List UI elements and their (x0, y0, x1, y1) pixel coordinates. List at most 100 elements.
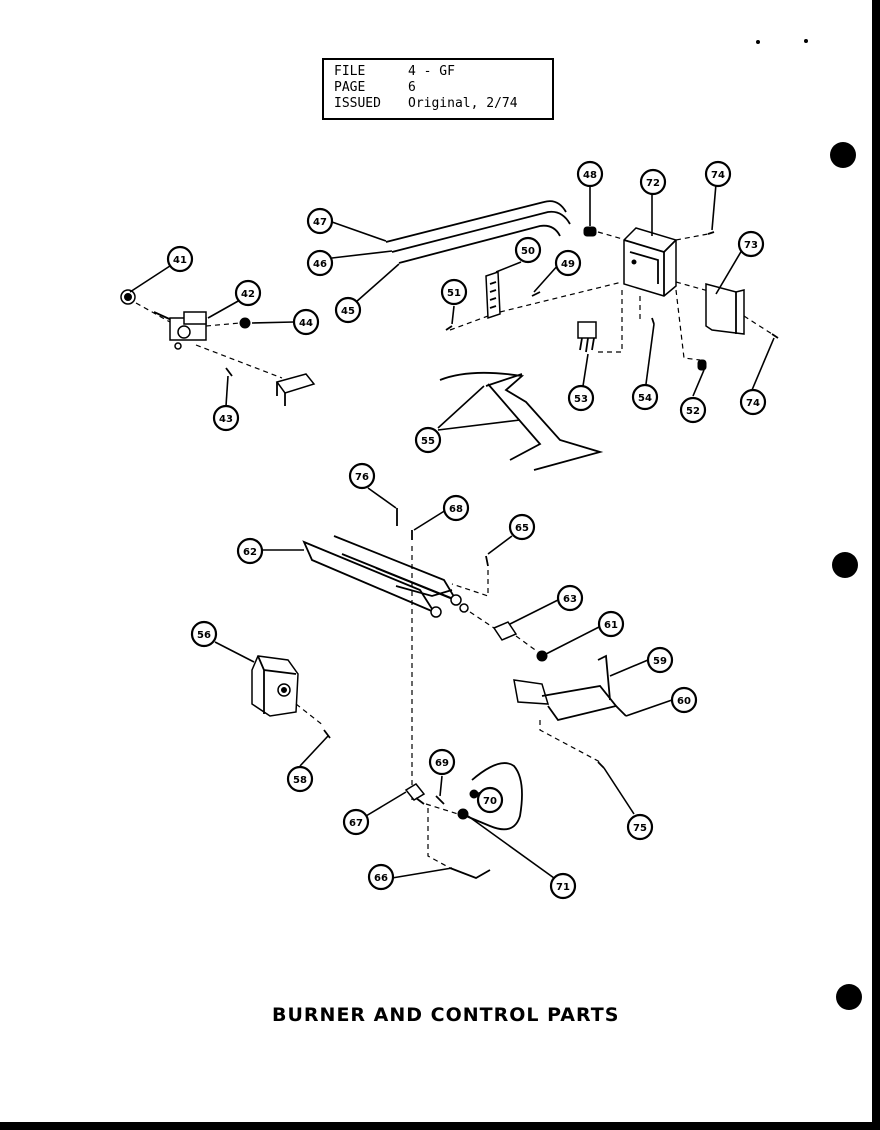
screw-part (651, 317, 655, 325)
callout-56: 56 (190, 620, 218, 648)
callout-54: 54 (631, 383, 659, 411)
callout-46: 46 (306, 249, 334, 277)
relay-part (577, 321, 597, 353)
binder-hole-bottom (836, 984, 862, 1010)
screw-part (707, 231, 715, 235)
callout-55: 55 (414, 426, 442, 454)
speck-mark (804, 39, 808, 43)
callout-43: 43 (212, 404, 240, 432)
callout-74-bottom: 74 (739, 388, 767, 416)
assembly-line (451, 570, 489, 597)
callout-61: 61 (597, 610, 625, 638)
screw-part (225, 367, 233, 377)
cover-plate-part (705, 283, 745, 335)
assembly-line (427, 808, 451, 869)
pilot-tube-part (449, 867, 491, 879)
callout-60: 60 (670, 686, 698, 714)
wire-harness-part (439, 371, 604, 471)
burner-tube-part (302, 535, 469, 618)
terminal-bracket-part (485, 270, 501, 320)
callout-63: 63 (556, 584, 584, 612)
leader-lines (129, 183, 775, 879)
callout-53: 53 (567, 384, 595, 412)
assembly-line (425, 803, 459, 815)
callout-51: 51 (440, 278, 468, 306)
callout-68: 68 (442, 494, 470, 522)
callout-76: 76 (348, 462, 376, 490)
assembly-line (675, 233, 709, 241)
grommet-part (583, 226, 597, 237)
assembly-line (675, 289, 701, 361)
assembly-line (743, 315, 773, 335)
svg-text:76: 76 (355, 472, 369, 483)
thermocouple-part (457, 762, 523, 831)
callout-59: 59 (646, 646, 674, 674)
screw-part (323, 729, 331, 739)
screw-part (531, 291, 541, 297)
svg-text:71: 71 (556, 882, 570, 893)
svg-text:62: 62 (243, 547, 257, 558)
callout-67: 67 (342, 808, 370, 836)
svg-text:44: 44 (299, 318, 313, 329)
svg-text:52: 52 (686, 406, 700, 417)
diagram-caption: BURNER AND CONTROL PARTS (272, 1004, 620, 1026)
svg-text:43: 43 (219, 414, 233, 425)
knob-part (120, 289, 136, 305)
callout-73: 73 (737, 230, 765, 258)
speck-mark (756, 40, 760, 44)
svg-text:66: 66 (374, 873, 388, 884)
callout-45: 45 (334, 296, 362, 324)
svg-text:75: 75 (633, 823, 647, 834)
callout-50: 50 (514, 236, 542, 264)
svg-text:63: 63 (563, 594, 577, 605)
gas-valve-part (153, 311, 207, 350)
control-box-part (623, 227, 677, 297)
orifice-part (492, 621, 518, 641)
binder-hole-top (830, 142, 856, 168)
assembly-line (135, 302, 171, 323)
svg-text:53: 53 (574, 394, 588, 405)
screw-part (597, 761, 605, 769)
assembly-line (195, 344, 283, 379)
svg-text:41: 41 (173, 255, 187, 266)
nut-part (536, 650, 548, 662)
callout-70: 70 (476, 786, 504, 814)
svg-text:46: 46 (313, 259, 327, 270)
svg-text:74: 74 (746, 398, 760, 409)
callout-69: 69 (428, 748, 456, 776)
screw-part (485, 555, 489, 567)
callout-52: 52 (679, 396, 707, 424)
callout-44: 44 (292, 308, 320, 336)
svg-text:69: 69 (435, 758, 449, 769)
assembly-line (469, 611, 495, 629)
svg-text:60: 60 (677, 696, 691, 707)
svg-text:65: 65 (515, 523, 529, 534)
callout-74-top: 74 (704, 160, 732, 188)
svg-text:56: 56 (197, 630, 211, 641)
callout-49: 49 (554, 249, 582, 277)
svg-text:74: 74 (711, 170, 725, 181)
callout-58: 58 (286, 765, 314, 793)
callout-72: 72 (639, 168, 667, 196)
callout-71: 71 (549, 872, 577, 900)
svg-text:51: 51 (447, 288, 461, 299)
callout-65: 65 (508, 513, 536, 541)
svg-text:54: 54 (638, 393, 652, 404)
svg-text:59: 59 (653, 656, 667, 667)
svg-text:45: 45 (341, 306, 355, 317)
svg-text:58: 58 (293, 775, 307, 786)
gas-tubes-part (385, 200, 571, 264)
svg-text:61: 61 (604, 620, 618, 631)
assembly-line (598, 290, 623, 353)
bushing-part (697, 359, 707, 371)
svg-text:72: 72 (646, 178, 660, 189)
svg-text:68: 68 (449, 504, 463, 515)
screw-part (445, 325, 453, 331)
callout-75: 75 (626, 813, 654, 841)
page-edge-bottom (0, 1122, 880, 1130)
binder-hole-middle (832, 552, 858, 578)
